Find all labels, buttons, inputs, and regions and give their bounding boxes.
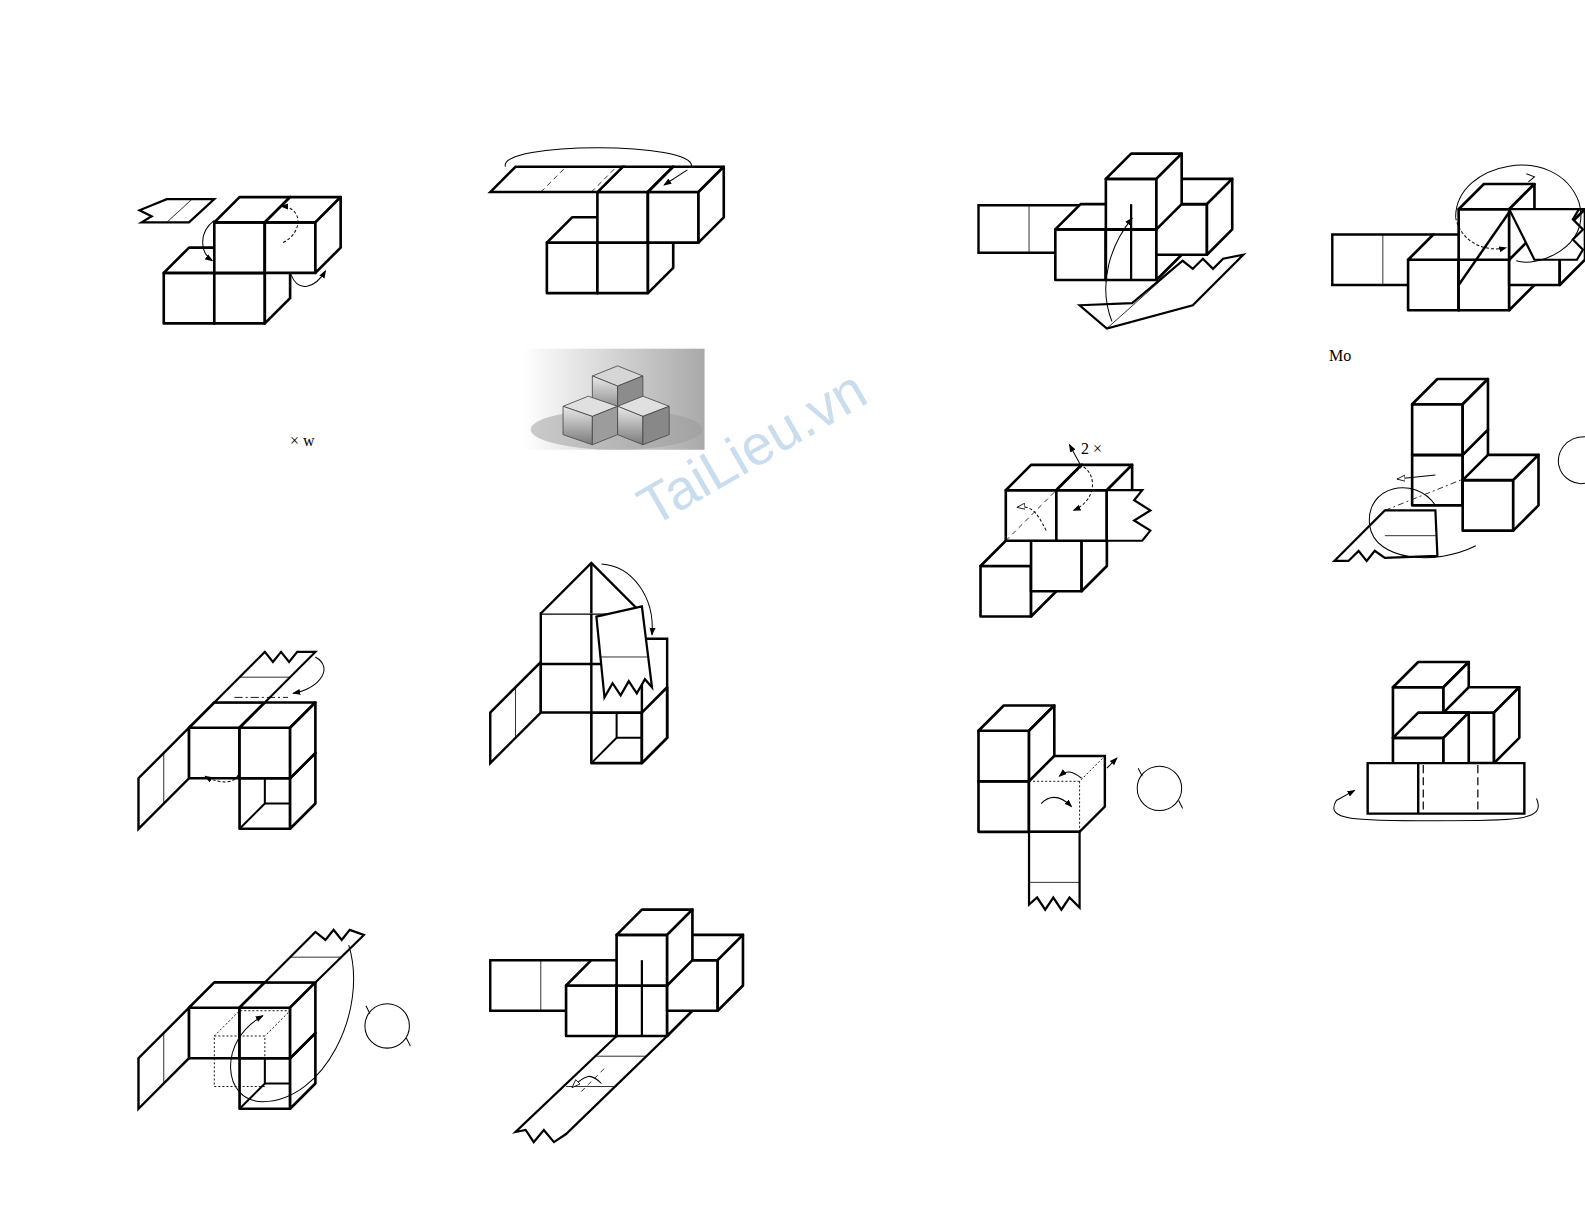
step-figure [978,705,1182,909]
step-figure [1334,662,1539,821]
step-figure [490,148,724,293]
step-figure [139,197,340,323]
step-figure [490,910,743,1142]
step-figure [138,930,410,1109]
cube-photo [523,349,705,450]
step-note: × w [290,433,315,449]
step-figure [490,563,667,763]
step-figure [978,154,1243,329]
repeat-count: 2 × [1081,441,1102,457]
step-figure [1332,165,1585,310]
step-figure [981,445,1151,617]
step-figure [138,652,324,829]
step-figure [1334,379,1585,561]
step-note: Mo [1329,348,1351,364]
